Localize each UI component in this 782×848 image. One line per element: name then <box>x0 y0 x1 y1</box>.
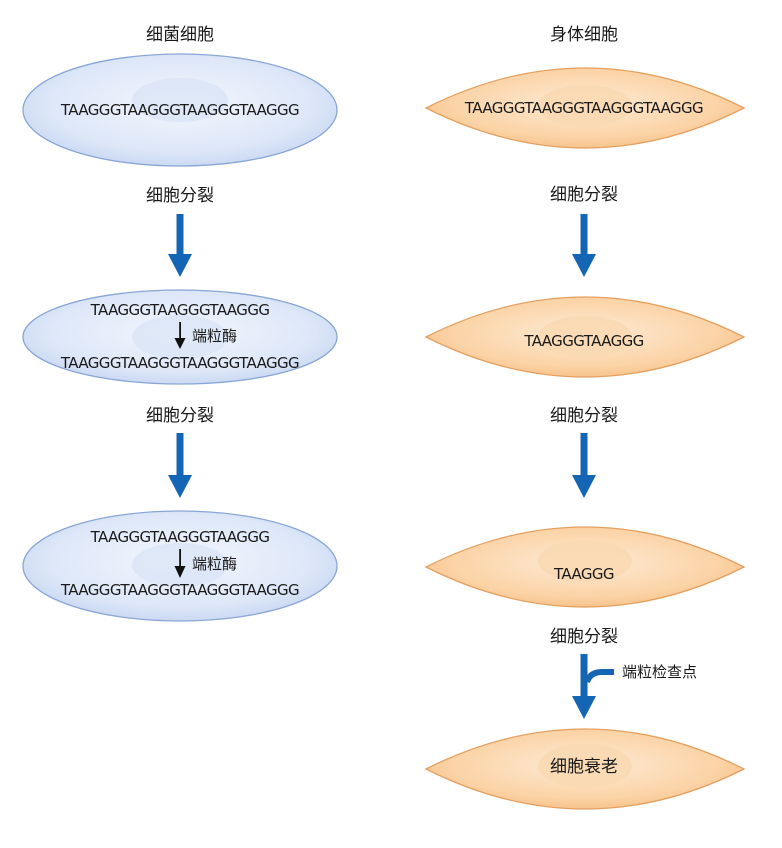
nucleus <box>132 78 228 122</box>
telomere-checkpoint-label: 端粒检查点 <box>622 663 697 681</box>
cell-division-label: 细胞分裂 <box>550 406 618 426</box>
sequence: TAAGGGTAAGGGTAAGGGTAAGGG <box>60 101 299 119</box>
sequence: TAAGGG <box>553 565 614 583</box>
cell-division-label: 细胞分裂 <box>550 627 618 647</box>
nucleus <box>538 540 632 582</box>
cell-division-label: 细胞分裂 <box>550 185 618 205</box>
right-column-title: 身体细胞 <box>550 25 618 45</box>
bacterial-cell-2: TAAGGGTAAGGGTAAGGG 端粒酶 TAAGGGTAAGGGTAAGG… <box>22 289 338 385</box>
cell-division-label: 细胞分裂 <box>146 406 214 426</box>
nucleus <box>538 316 632 358</box>
down-arrow <box>572 433 596 498</box>
bacterial-cell-3: TAAGGGTAAGGGTAAGGG 端粒酶 TAAGGGTAAGGGTAAGG… <box>22 510 338 622</box>
body-cell-4-senescent: 细胞衰老 <box>424 728 746 810</box>
sequence: TAAGGGTAAGGG <box>523 332 643 350</box>
left-column-title: 细菌细胞 <box>146 25 214 45</box>
body-cell-3: TAAGGG <box>424 526 746 608</box>
bacterial-cell-1: TAAGGGTAAGGGTAAGGGTAAGGG <box>22 53 338 167</box>
down-arrow <box>168 214 192 277</box>
telomerase-arrow <box>174 549 186 578</box>
nucleus <box>538 744 632 788</box>
sequence-top: TAAGGGTAAGGGTAAGGG <box>90 301 270 319</box>
sequence: TAAGGGTAAGGGTAAGGGTAAGGG <box>464 99 703 117</box>
nucleus <box>538 85 632 127</box>
cell-division-label: 细胞分裂 <box>146 186 214 206</box>
senescence-label: 细胞衰老 <box>550 757 618 777</box>
body-cell-1: TAAGGGTAAGGGTAAGGGTAAGGG <box>424 67 746 149</box>
down-arrow <box>572 214 596 277</box>
sequence-top: TAAGGGTAAGGGTAAGGG <box>90 528 270 546</box>
telomerase-label: 端粒酶 <box>192 555 237 573</box>
sequence-bottom: TAAGGGTAAGGGTAAGGGTAAGGG <box>60 581 299 599</box>
telomerase-arrow <box>174 322 186 349</box>
sequence-bottom: TAAGGGTAAGGGTAAGGGTAAGGG <box>60 354 299 372</box>
body-cell-2: TAAGGGTAAGGG <box>424 296 746 378</box>
telomerase-label: 端粒酶 <box>192 327 237 345</box>
checkpoint-arrow <box>572 654 614 719</box>
down-arrow <box>168 433 192 498</box>
